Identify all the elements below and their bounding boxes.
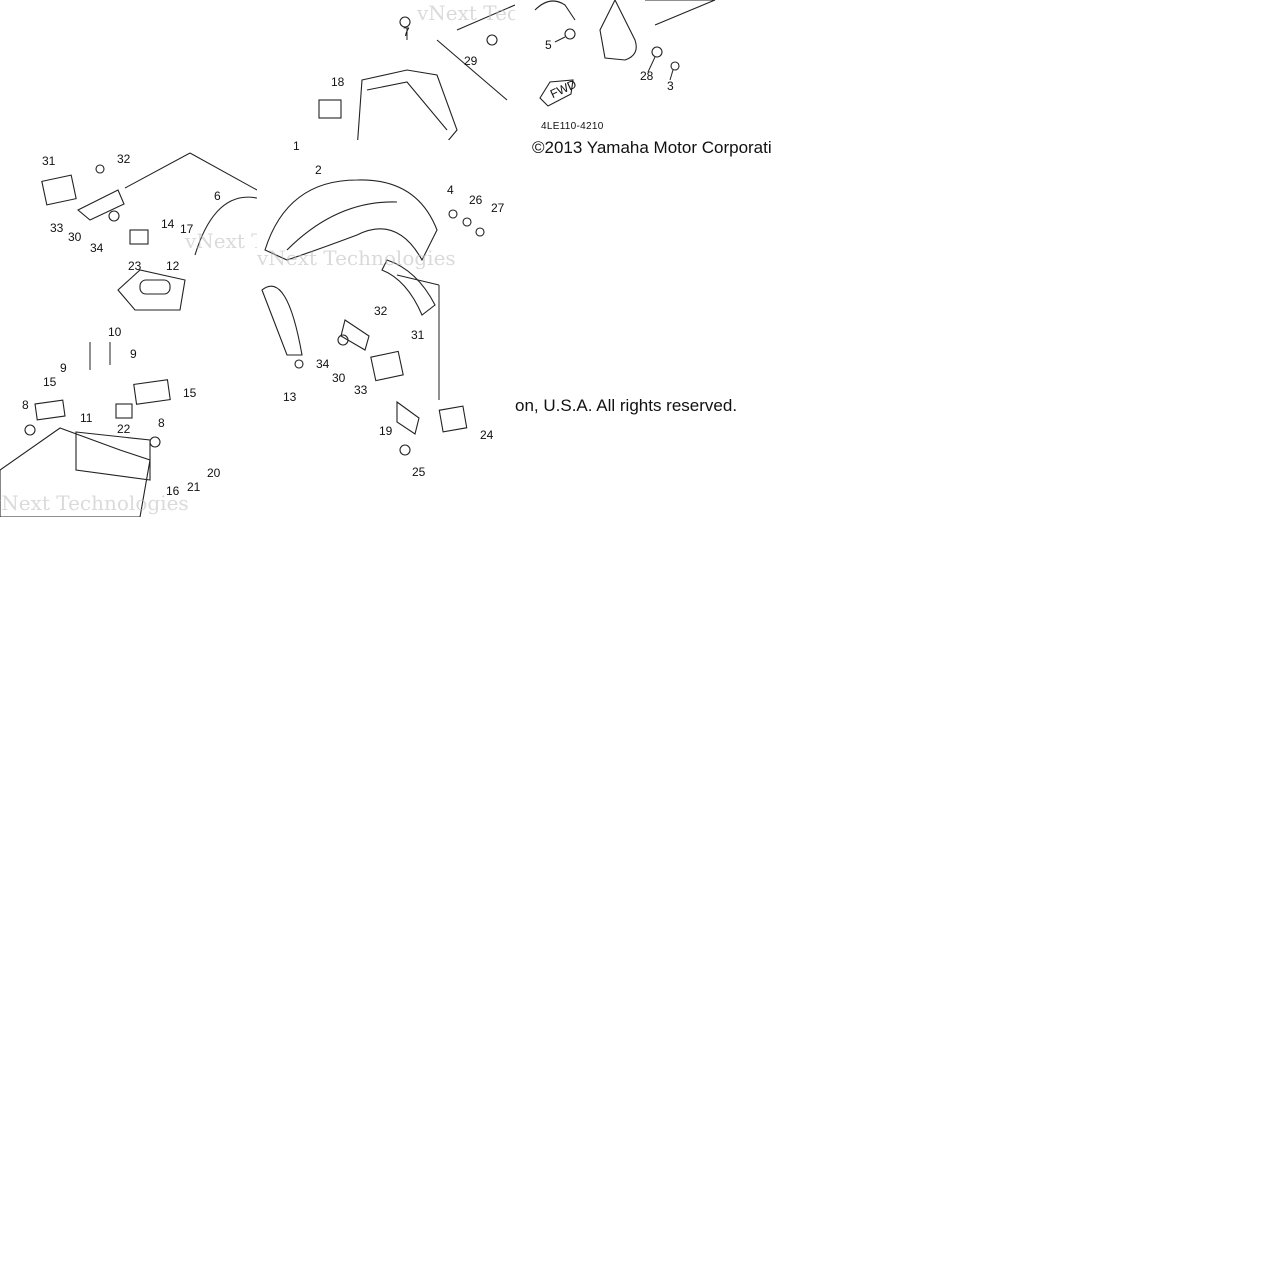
callout-30b: 30 xyxy=(332,371,346,385)
callout-14: 14 xyxy=(161,217,175,231)
diagram-tile-left-top: 31 32 33 30 34 6 14 17 vNext Technologie… xyxy=(0,120,257,320)
callout-21: 21 xyxy=(187,480,201,494)
callout-6: 6 xyxy=(214,189,221,203)
watermark-text-2: vNext Technologies xyxy=(184,229,257,253)
diagram-tile-left-bottom: 10 9 9 15 15 8 11 22 8 20 16 21 vNext Te… xyxy=(0,320,257,517)
callout-15b: 15 xyxy=(183,386,197,400)
callout-22: 22 xyxy=(117,422,131,436)
callout-29: 29 xyxy=(464,54,478,68)
callout-32: 32 xyxy=(117,152,131,166)
callout-34: 34 xyxy=(90,241,104,255)
callout-24: 24 xyxy=(480,428,494,442)
callout-16: 16 xyxy=(166,484,180,498)
watermark-text-4: vNext Technologies xyxy=(0,491,189,515)
callout-1: 1 xyxy=(293,140,300,153)
copyright-line-a: ©2013 Yamaha Motor Corporati xyxy=(532,138,772,157)
front-fender-detail: 1 2 vNext Technologies 4 26 27 32 31 34 … xyxy=(257,140,505,479)
callout-26: 26 xyxy=(469,193,483,207)
callout-10: 10 xyxy=(108,325,122,339)
watermark-text-3: vNext Technologies xyxy=(257,246,456,270)
callout-11: 11 xyxy=(80,411,93,425)
callout-9: 9 xyxy=(60,361,67,375)
rear-fender-detail: 10 9 9 15 15 8 11 22 8 20 16 21 vNext Te… xyxy=(0,325,221,517)
fender-rear-detail: 5 28 3 FWD xyxy=(534,0,716,107)
copyright-line-b: on, U.S.A. All rights reserved. xyxy=(515,396,738,415)
battery-box-detail: vNext Technologies 7 29 18 xyxy=(270,1,515,257)
callout-25: 25 xyxy=(412,465,426,479)
callout-33b: 33 xyxy=(354,383,368,397)
callout-8b: 8 xyxy=(158,416,165,430)
callout-23: 23 xyxy=(128,259,142,273)
callout-5: 5 xyxy=(545,38,552,52)
callout-18: 18 xyxy=(331,75,345,89)
callout-8: 8 xyxy=(22,398,29,412)
callout-19: 19 xyxy=(379,424,393,438)
callout-32b: 32 xyxy=(374,304,388,318)
callout-27: 27 xyxy=(491,201,505,215)
callout-13: 13 xyxy=(283,390,297,404)
diagram-code: 4LE110-4210 xyxy=(541,121,604,132)
callout-28: 28 xyxy=(640,69,654,83)
callout-31b: 31 xyxy=(411,328,425,342)
callout-30: 30 xyxy=(68,230,82,244)
diagram-tile-top-right: 5 28 3 FWD xyxy=(515,0,772,120)
callout-9b: 9 xyxy=(130,347,137,361)
fwd-arrow-icon: FWD xyxy=(539,77,579,107)
callout-7: 7 xyxy=(403,25,410,39)
diagram-tile-center: 1 2 vNext Technologies 4 26 27 32 31 34 … xyxy=(257,140,515,485)
callout-3: 3 xyxy=(667,79,674,93)
callout-2: 2 xyxy=(315,163,322,177)
callout-15: 15 xyxy=(43,375,57,389)
callout-31: 31 xyxy=(42,154,56,168)
watermark-text: vNext Technologies xyxy=(416,1,515,25)
callout-33: 33 xyxy=(50,221,64,235)
callout-34b: 34 xyxy=(316,357,330,371)
callout-4: 4 xyxy=(447,183,454,197)
callout-20: 20 xyxy=(207,466,221,480)
bracket-reflector-detail: 31 32 33 30 34 6 14 17 vNext Technologie… xyxy=(41,152,257,311)
callout-12: 12 xyxy=(166,259,180,273)
callout-17: 17 xyxy=(180,222,194,236)
